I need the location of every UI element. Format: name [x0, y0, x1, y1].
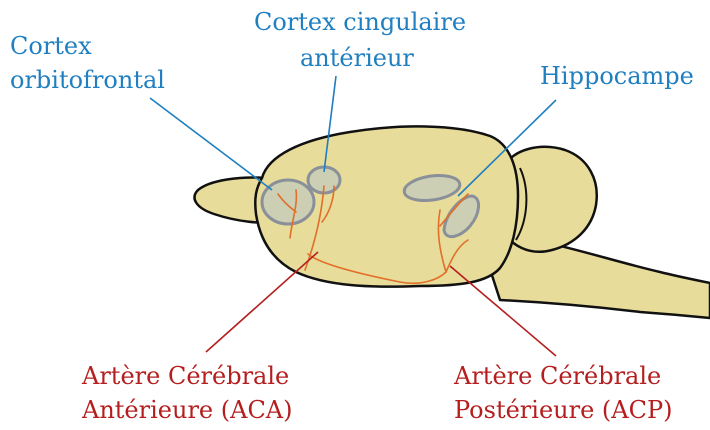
orbitofrontal-region	[262, 180, 314, 224]
label-acp-line1: Artère Cérébrale	[454, 362, 661, 390]
label-orbitofrontal-line1: Cortex	[10, 32, 92, 60]
label-cingulate-line1: Cortex cingulaire	[254, 8, 466, 36]
label-aca-line2: Antérieure (ACA)	[82, 396, 293, 424]
label-cingulate-line2: antérieur	[300, 44, 414, 72]
label-aca-line1: Artère Cérébrale	[82, 362, 289, 390]
label-hippocampus: Hippocampe	[540, 62, 694, 90]
label-orbitofrontal-line2: orbitofrontal	[10, 66, 165, 94]
label-acp-line2: Postérieure (ACP)	[454, 396, 672, 424]
